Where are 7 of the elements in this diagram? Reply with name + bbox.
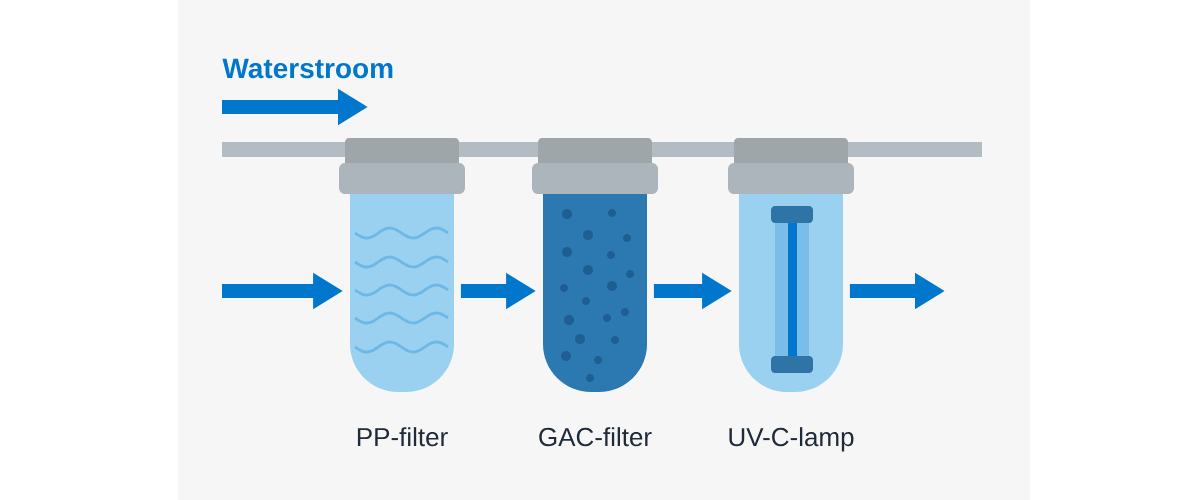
flow-label: Waterstroom xyxy=(222,58,393,79)
filter-housing-drawing xyxy=(728,138,854,392)
filter-label: UV-C-lamp xyxy=(729,427,854,452)
filter-housing-drawing xyxy=(532,138,658,392)
filter-housing-drawing xyxy=(339,138,465,392)
filter-label: GAC-filter xyxy=(539,427,652,447)
filter-label: PP-filter xyxy=(357,427,448,447)
